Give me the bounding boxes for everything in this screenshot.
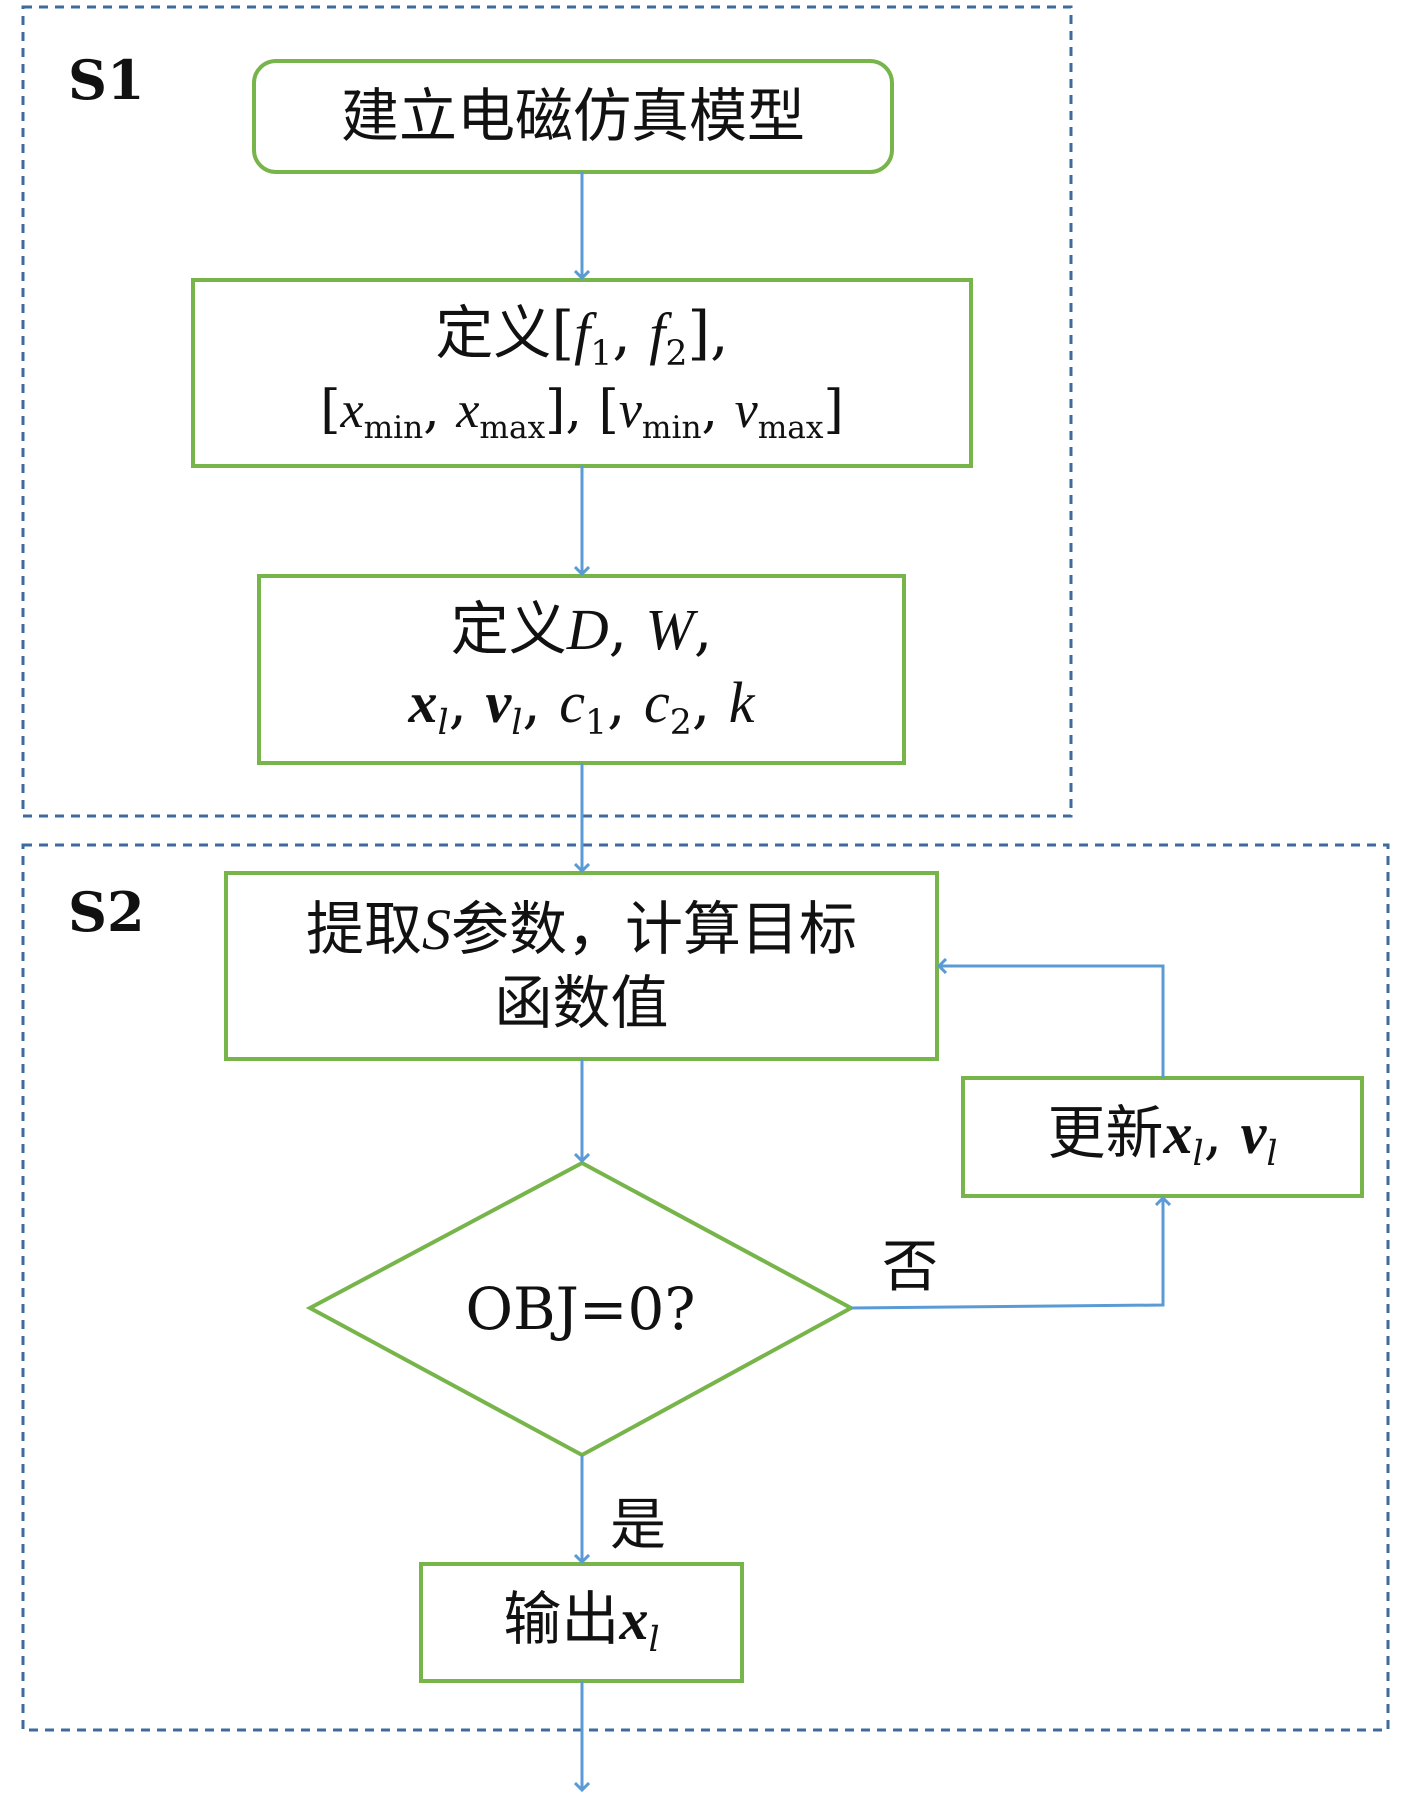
D-symbol: D bbox=[566, 596, 609, 662]
x-max-symbol: x bbox=[456, 382, 480, 440]
update-line: 更新xl, vl bbox=[1047, 1099, 1278, 1175]
define-params-line2: xl, vl, c1, c2, k bbox=[408, 668, 755, 744]
extract-prefix: 提取 bbox=[305, 895, 422, 963]
define-range-prefix: 定义 bbox=[435, 299, 552, 368]
edge-yes-label: 是 bbox=[610, 1493, 666, 1558]
f-sub-2: 2 bbox=[665, 334, 688, 375]
update-x-symbol: x bbox=[1163, 1101, 1193, 1167]
update-v-sub: l bbox=[1266, 1134, 1278, 1175]
W-symbol: W bbox=[645, 596, 694, 662]
extract-line2: 函数值 bbox=[494, 968, 669, 1037]
output-x-symbol: x bbox=[619, 1586, 649, 1652]
output-node: 输出xl bbox=[421, 1564, 742, 1681]
update-x-sub: l bbox=[1192, 1134, 1204, 1175]
c1-sub: 1 bbox=[585, 703, 608, 744]
S-symbol: S bbox=[422, 897, 451, 962]
define-params-box bbox=[257, 574, 906, 765]
define-params-node: 定义D, W, xl, vl, c1, c2, k bbox=[259, 576, 904, 763]
x-l-symbol: x bbox=[408, 670, 438, 736]
extract-box bbox=[224, 871, 939, 1061]
k-symbol: k bbox=[728, 670, 755, 736]
update-v-symbol: v bbox=[1240, 1101, 1267, 1167]
arrow-update-to-extract bbox=[939, 966, 1165, 1078]
x-min-sub: min bbox=[363, 410, 424, 446]
v-max-symbol: v bbox=[734, 382, 758, 440]
c1-symbol: c bbox=[559, 670, 585, 736]
v-max-sub: max bbox=[757, 410, 824, 446]
x-l-sub: l bbox=[437, 703, 449, 744]
group-s2-border bbox=[21, 843, 1390, 1732]
arrow-decision-no-to-update bbox=[850, 1198, 1163, 1310]
define-params-line1: 定义D, W, bbox=[450, 594, 713, 663]
v-l-symbol: v bbox=[485, 670, 512, 736]
x-min-symbol: x bbox=[340, 382, 364, 440]
update-prefix: 更新 bbox=[1047, 1099, 1164, 1168]
c2-sub: 2 bbox=[669, 703, 692, 744]
x-max-sub: max bbox=[479, 410, 546, 446]
extract-node: 提取S参数，计算目标 函数值 bbox=[226, 873, 937, 1059]
v-min-sub: min bbox=[641, 410, 702, 446]
output-line: 输出xl bbox=[503, 1583, 659, 1663]
output-box bbox=[419, 1562, 744, 1683]
build-model-box bbox=[252, 59, 894, 174]
stage-s1-label: S1 bbox=[68, 48, 145, 112]
f-symbol-2: f bbox=[649, 301, 666, 367]
define-range-line2: [xmin, xmax], [vmin, vmax] bbox=[320, 380, 844, 446]
define-range-node: 定义[f1, f2], [xmin, xmax], [vmin, vmax] bbox=[193, 280, 971, 466]
v-min-symbol: v bbox=[618, 382, 642, 440]
output-prefix: 输出 bbox=[503, 1584, 620, 1653]
output-x-sub: l bbox=[648, 1619, 660, 1660]
f-symbol-1: f bbox=[574, 301, 591, 367]
v-l-sub: l bbox=[511, 703, 523, 744]
build-model-node: 建立电磁仿真模型 bbox=[254, 61, 892, 172]
decision-text: OBJ=0? bbox=[465, 1274, 696, 1343]
decision-node: OBJ=0? bbox=[310, 1163, 851, 1455]
update-box bbox=[961, 1076, 1364, 1198]
edge-no-label: 否 bbox=[882, 1235, 938, 1300]
extract-suffix: 参数，计算目标 bbox=[451, 895, 858, 963]
define-params-prefix: 定义 bbox=[450, 594, 567, 663]
f-sub-1: 1 bbox=[590, 334, 613, 375]
define-range-box bbox=[191, 278, 973, 468]
define-range-line1: 定义[f1, f2], bbox=[435, 299, 729, 375]
extract-line1: 提取S参数，计算目标 bbox=[306, 893, 857, 967]
update-node: 更新xl, vl bbox=[963, 1078, 1362, 1196]
stage-s2-label: S2 bbox=[68, 880, 145, 944]
c2-symbol: c bbox=[644, 670, 670, 736]
build-model-text: 建立电磁仿真模型 bbox=[340, 82, 805, 151]
